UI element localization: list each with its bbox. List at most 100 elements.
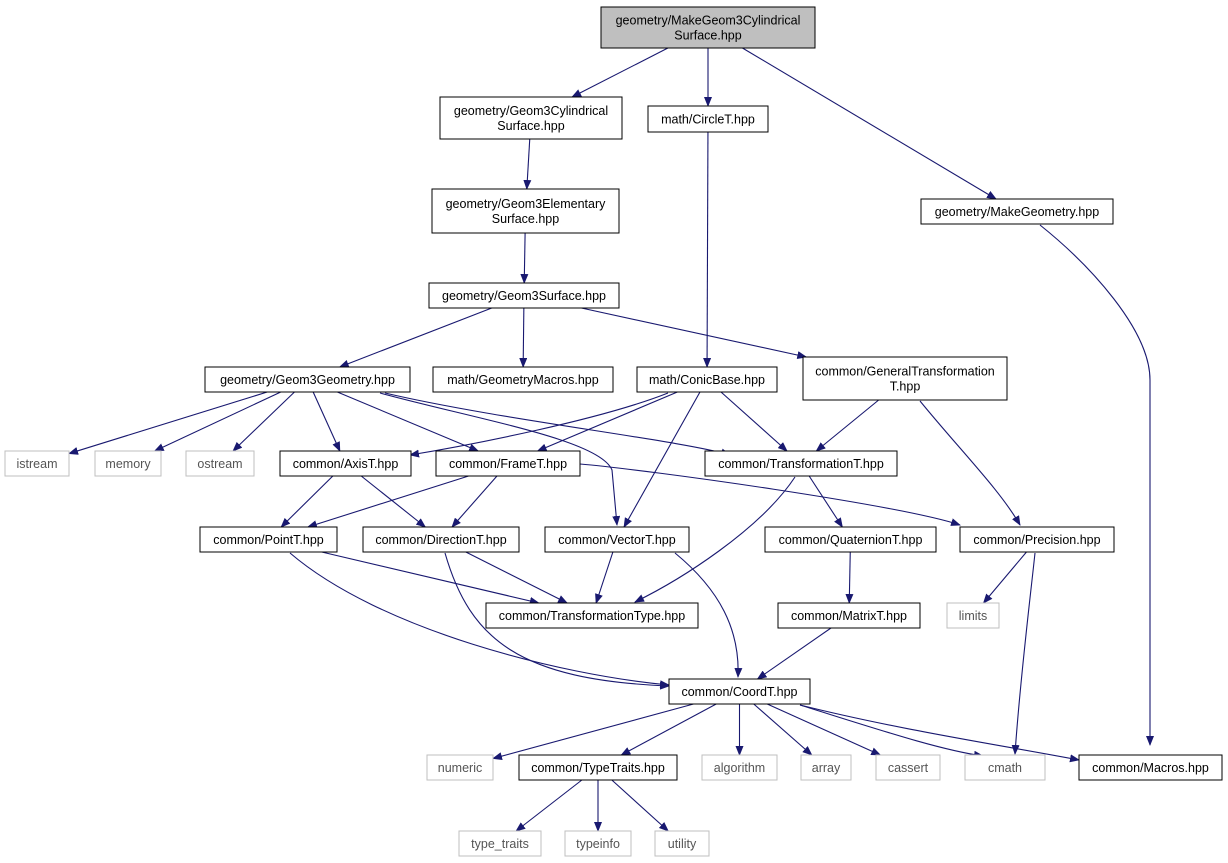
node-limits: limits — [946, 602, 1000, 629]
node-box — [518, 754, 678, 781]
edge-frame-to-point — [306, 475, 469, 529]
node-box — [94, 450, 162, 477]
node-box — [432, 366, 614, 393]
node-vector[interactable]: common/VectorT.hpp — [544, 526, 690, 553]
node-label: common/FrameT.hpp — [449, 457, 567, 471]
node-type_traits: type_traits — [458, 830, 542, 857]
node-label: geometry/Geom3Elementary — [446, 197, 607, 211]
edge-transT-to-transType — [634, 476, 796, 603]
node-axis[interactable]: common/AxisT.hpp — [279, 450, 412, 477]
edge-coord-to-cassert — [766, 703, 882, 756]
node-box — [964, 754, 1046, 781]
node-makegeom[interactable]: geometry/MakeGeometry.hpp — [920, 198, 1114, 225]
node-box — [4, 450, 70, 477]
node-box — [485, 602, 699, 629]
node-macros[interactable]: common/Macros.hpp — [1078, 754, 1223, 781]
node-geomacros[interactable]: math/GeometryMacros.hpp — [432, 366, 614, 393]
edge-coord-to-typetraits — [620, 703, 717, 756]
node-label: common/VectorT.hpp — [558, 533, 675, 547]
node-label: math/ConicBase.hpp — [649, 373, 765, 387]
node-label: geometry/Geom3Surface.hpp — [442, 289, 606, 303]
node-label: common/CoordT.hpp — [681, 685, 797, 699]
edge-axis-to-point — [280, 475, 334, 528]
node-conic[interactable]: math/ConicBase.hpp — [636, 366, 778, 393]
node-istream: istream — [4, 450, 70, 477]
node-box — [426, 754, 494, 781]
node-box — [654, 830, 710, 857]
edge-vector-to-coord — [674, 552, 743, 678]
node-geom3surf[interactable]: geometry/Geom3Surface.hpp — [428, 282, 620, 309]
node-box — [544, 526, 690, 553]
node-cassert: cassert — [875, 754, 941, 781]
node-box — [439, 96, 623, 140]
node-label: common/GeneralTransformation — [815, 365, 995, 379]
edge-matrix-to-coord — [756, 627, 832, 680]
node-label: numeric — [438, 761, 482, 775]
node-label: common/TypeTraits.hpp — [531, 761, 665, 775]
node-label: typeinfo — [576, 837, 620, 851]
node-point[interactable]: common/PointT.hpp — [199, 526, 338, 553]
node-box — [920, 198, 1114, 225]
node-typeinfo: typeinfo — [564, 830, 632, 857]
node-box — [636, 366, 778, 393]
node-box — [204, 366, 411, 393]
node-direction[interactable]: common/DirectionT.hpp — [362, 526, 520, 553]
edge-geom3surf-to-geom3geo — [338, 307, 492, 368]
node-label: common/Precision.hpp — [973, 533, 1100, 547]
node-geom3geo[interactable]: geometry/Geom3Geometry.hpp — [204, 366, 411, 393]
node-circle[interactable]: math/CircleT.hpp — [647, 105, 769, 133]
edge-coord-to-numeric — [492, 703, 694, 761]
node-box — [764, 526, 937, 553]
edge-circle-to-conic — [703, 131, 712, 368]
node-precision[interactable]: common/Precision.hpp — [959, 526, 1115, 553]
node-label: cassert — [888, 761, 929, 775]
edge-gentrans-to-transT — [815, 399, 880, 452]
node-box — [600, 6, 816, 49]
node-coord[interactable]: common/CoordT.hpp — [668, 678, 811, 705]
node-transType[interactable]: common/TransformationType.hpp — [485, 602, 699, 629]
node-box — [668, 678, 811, 705]
node-box — [199, 526, 338, 553]
node-transT[interactable]: common/TransformationT.hpp — [704, 450, 898, 477]
edge-point-to-coord — [289, 552, 670, 689]
edge-conic-to-axis — [409, 392, 669, 458]
node-label: common/TransformationT.hpp — [718, 457, 884, 471]
node-label: algorithm — [714, 761, 765, 775]
edge-frame-to-precision — [579, 463, 961, 526]
node-quat[interactable]: common/QuaternionT.hpp — [764, 526, 937, 553]
node-frame[interactable]: common/FrameT.hpp — [435, 450, 581, 477]
node-box — [959, 526, 1115, 553]
node-box — [800, 754, 852, 781]
node-box — [362, 526, 520, 553]
edge-direction-to-transType — [465, 551, 569, 604]
edge-frame-to-direction — [451, 475, 498, 528]
node-matrix[interactable]: common/MatrixT.hpp — [777, 602, 921, 629]
edge-conic-to-frame — [536, 391, 678, 452]
edge-typetraits-to-type_traits — [515, 779, 583, 832]
edge-geom3geo-to-istream — [68, 391, 268, 455]
node-label: T.hpp — [890, 380, 921, 394]
node-box — [431, 188, 620, 234]
node-box — [1078, 754, 1223, 781]
node-box — [428, 282, 620, 309]
node-ostream: ostream — [185, 450, 255, 477]
node-box — [777, 602, 921, 629]
edge-layer — [68, 47, 1154, 832]
edge-geom3geo-to-axis — [312, 391, 341, 452]
edge-typetraits-to-utility — [611, 779, 669, 832]
edge-vector-to-transType — [595, 551, 614, 604]
edge-makegeom-to-macros — [1039, 224, 1154, 746]
node-box — [185, 450, 255, 477]
node-algorithm: algorithm — [701, 754, 778, 781]
node-utility: utility — [654, 830, 710, 857]
edge-geom3geo-to-transT — [384, 392, 731, 457]
node-typetraits[interactable]: common/TypeTraits.hpp — [518, 754, 678, 781]
edge-geom3cyl-to-geom3elem — [523, 138, 532, 190]
node-label: common/AxisT.hpp — [293, 457, 399, 471]
node-label: memory — [105, 457, 151, 471]
node-box — [279, 450, 412, 477]
